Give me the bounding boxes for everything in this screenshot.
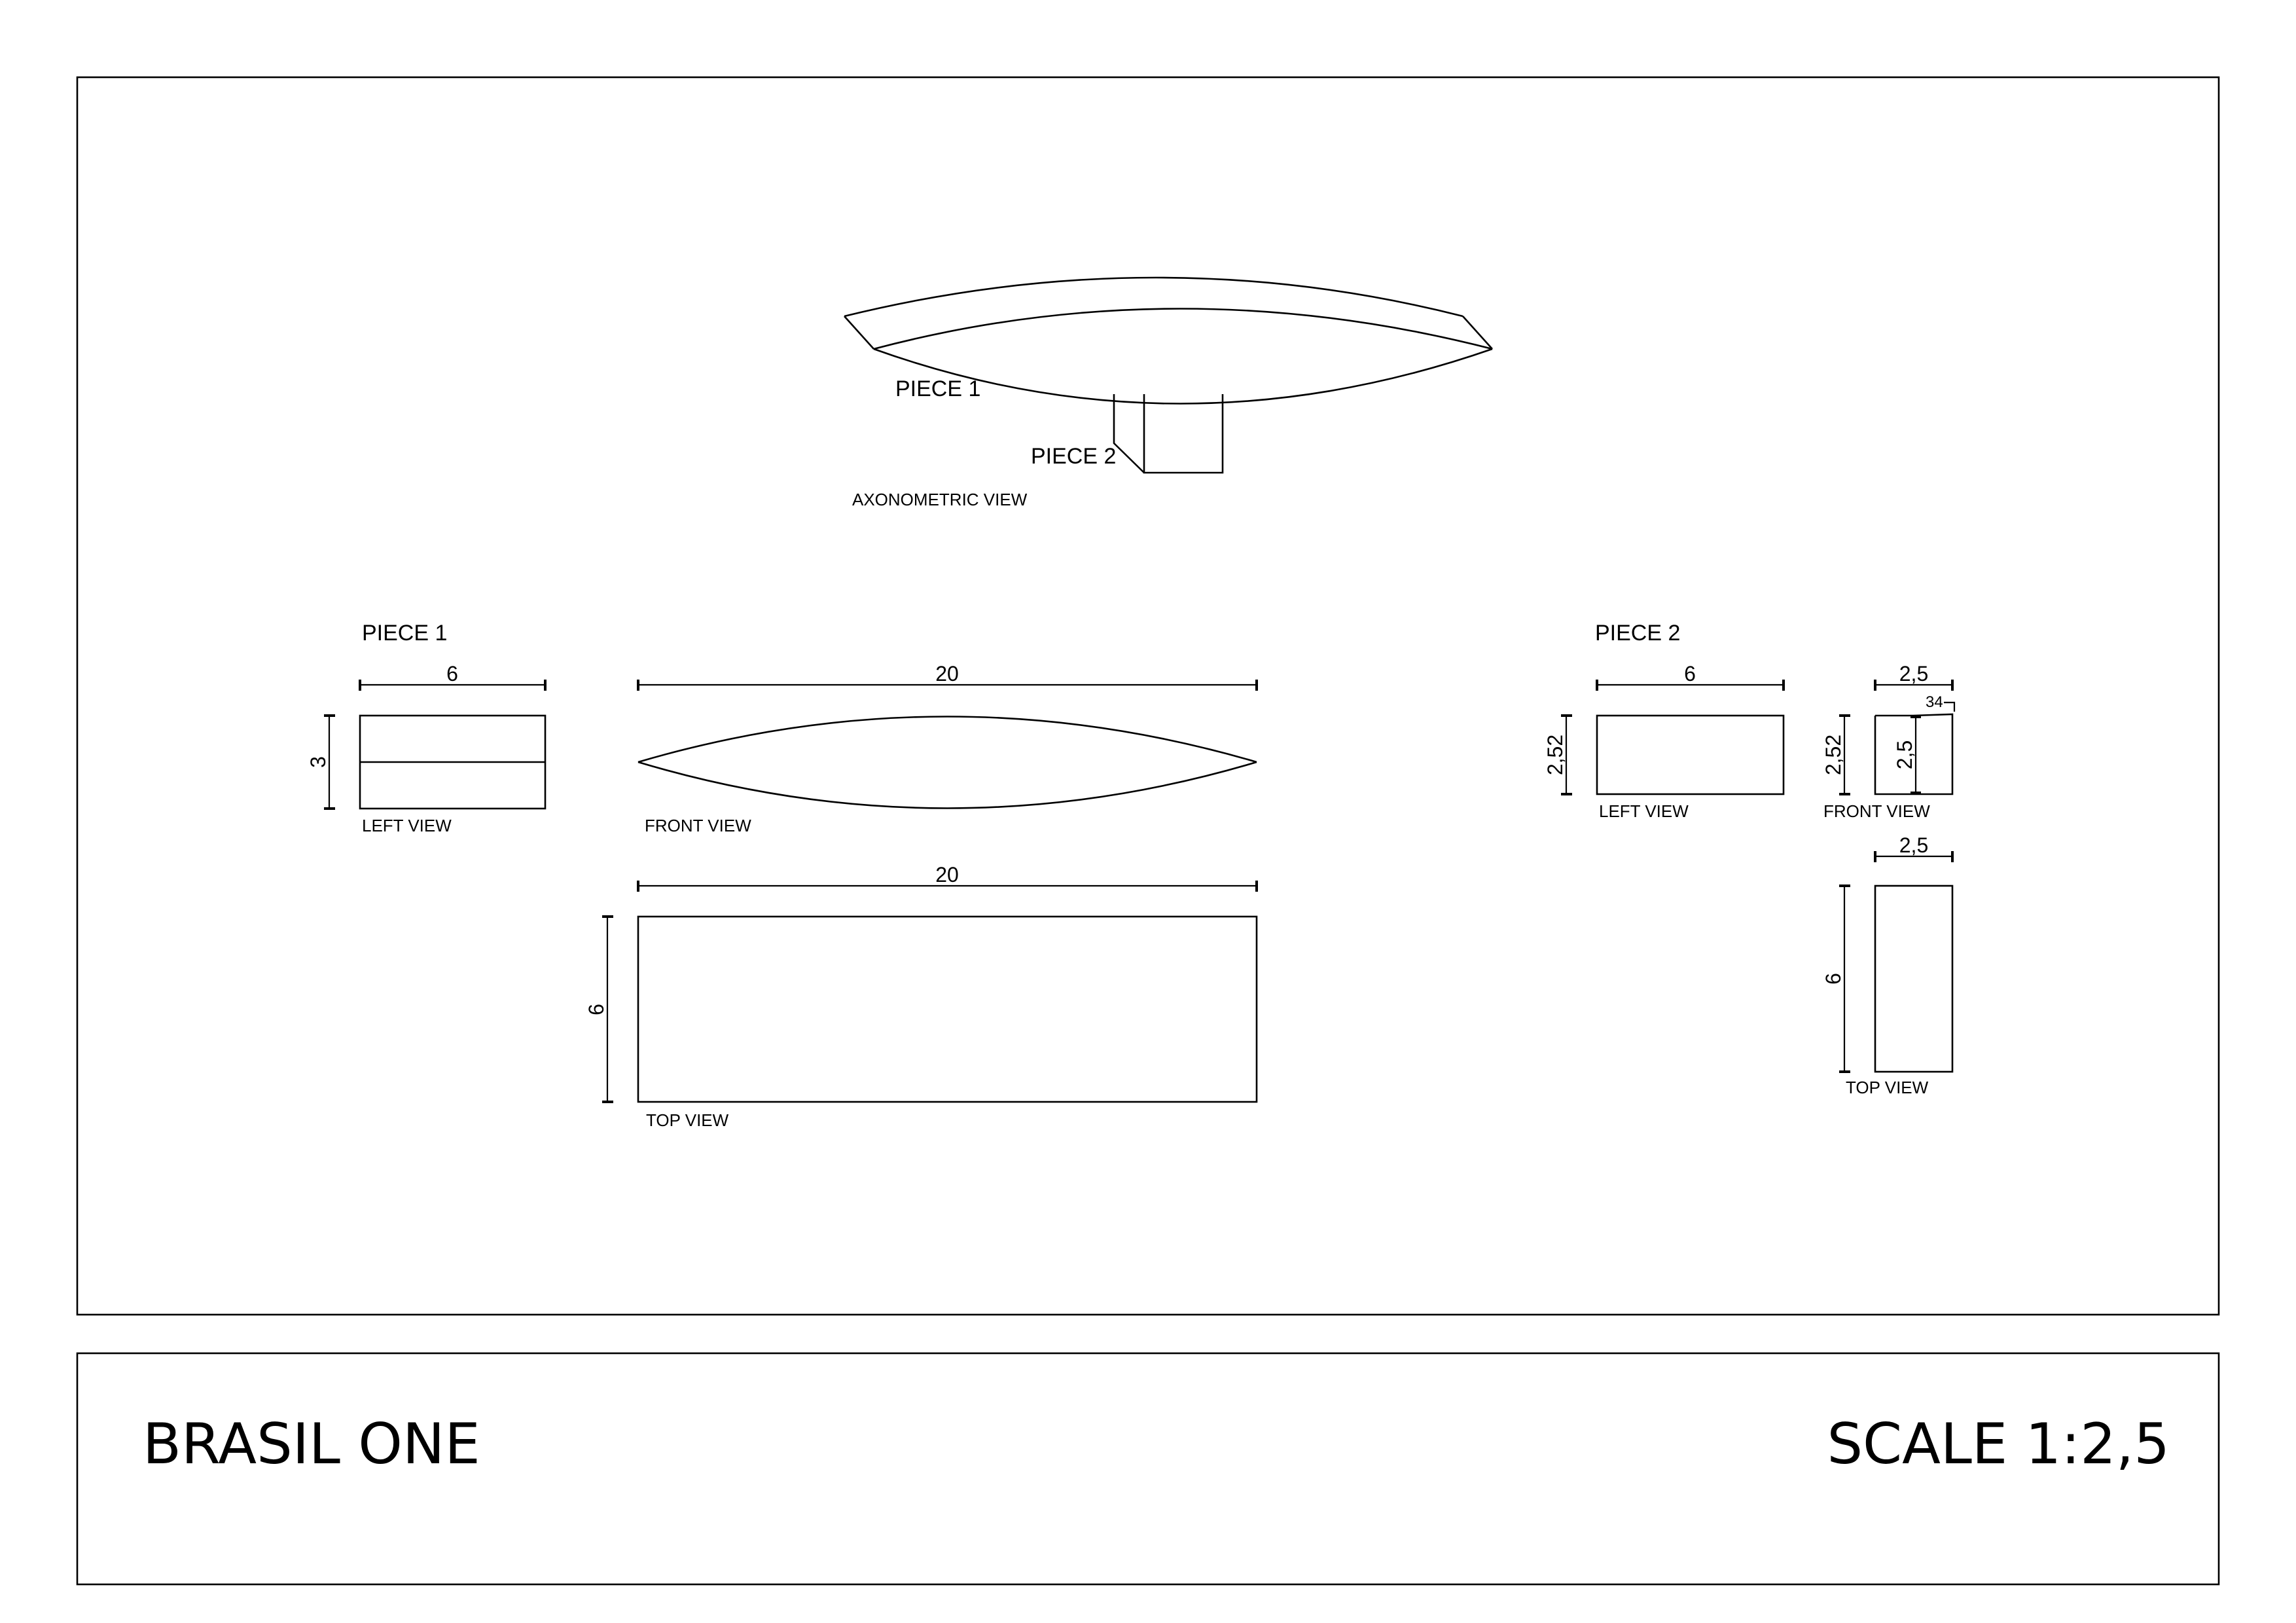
axon-top-front-edge — [873, 308, 1493, 350]
piece1-front-bottom-curve — [637, 761, 1257, 809]
piece2-left-rect — [1596, 714, 1785, 795]
axonometric-view: PIECE 1 PIECE 2 AXONOMETRIC VIEW — [844, 276, 1493, 509]
piece1-top-width-label: 6 — [584, 1004, 608, 1015]
axon-view-label: AXONOMETRIC VIEW — [852, 490, 1028, 509]
piece2-top-width-label: 2,5 — [1899, 833, 1928, 857]
piece1-top-view-label: TOP VIEW — [646, 1110, 729, 1130]
axon-right-end — [1462, 316, 1493, 350]
piece2-top-length-label: 6 — [1821, 973, 1845, 985]
piece2-front-note: 34 — [1926, 693, 1943, 711]
piece2-front-inner-height-label: 2,5 — [1893, 740, 1916, 769]
piece2-left-view-label: LEFT VIEW — [1599, 801, 1689, 821]
piece1-top-rect — [637, 915, 1258, 1103]
axon-top-back-edge — [844, 276, 1463, 318]
axon-piece2-front — [1143, 394, 1224, 474]
axon-left-end — [844, 316, 874, 350]
piece1-heading: PIECE 1 — [362, 621, 447, 646]
piece2-front-note-leader — [1944, 701, 1956, 712]
piece2-front-rect — [1874, 713, 1954, 795]
scale-label: SCALE 1:2,5 — [1827, 1412, 2170, 1477]
piece2-top-view: 2,5 6 TOP VIEW — [1821, 833, 1954, 1097]
piece2-left-width-label: 6 — [1684, 662, 1696, 685]
piece1-left-width-label: 6 — [446, 662, 458, 685]
piece1-left-height-label: 3 — [306, 756, 330, 768]
title-block-frame — [76, 1352, 2220, 1586]
piece2-front-outer-height-label: 2,52 — [1821, 735, 1845, 775]
project-name: BRASIL ONE — [143, 1412, 480, 1477]
piece1-front-top-curve — [637, 716, 1257, 763]
piece2-top-rect — [1874, 884, 1954, 1073]
piece2-left-height-label: 2,52 — [1543, 735, 1567, 775]
piece1-top-length-label: 20 — [935, 863, 959, 886]
axon-piece2-label: PIECE 2 — [1031, 444, 1116, 469]
axon-piece1-label: PIECE 1 — [895, 376, 980, 401]
piece1-front-length-label: 20 — [935, 662, 959, 685]
axon-piece2-side — [1113, 394, 1145, 473]
piece1-left-view-label: LEFT VIEW — [362, 816, 452, 835]
piece1-left-view: 6 3 LEFT VIEW — [306, 662, 547, 835]
piece2-front-view: 2,5 2,52 2,5 34 FRONT VIEW — [1821, 662, 1956, 821]
piece1-front-view-label: FRONT VIEW — [645, 816, 751, 835]
piece2-top-view-label: TOP VIEW — [1846, 1078, 1929, 1097]
piece1-front-view: 20 FRONT VIEW — [637, 662, 1258, 835]
drawing-frame — [76, 76, 2220, 1316]
piece2-front-view-label: FRONT VIEW — [1823, 801, 1930, 821]
piece2-heading: PIECE 2 — [1595, 621, 1680, 646]
piece2-front-width-label: 2,5 — [1899, 662, 1928, 685]
piece1-top-view: 20 6 TOP VIEW — [584, 863, 1258, 1130]
axon-bottom-edge — [873, 348, 1493, 405]
piece2-left-view: 6 2,52 LEFT VIEW — [1543, 662, 1785, 821]
